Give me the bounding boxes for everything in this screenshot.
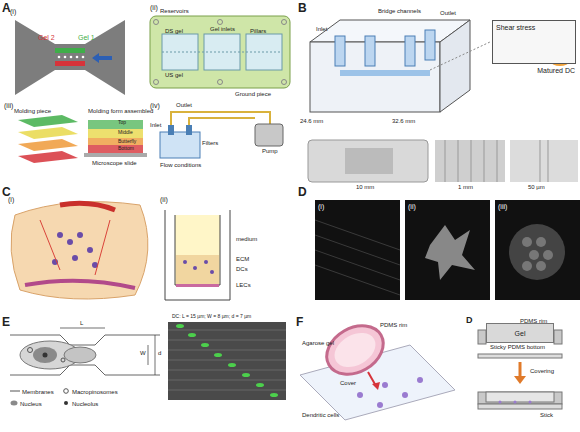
part-label: 24.6 mm: [300, 118, 323, 124]
part-label: Middle: [118, 130, 133, 135]
part-label: Covering: [530, 368, 554, 374]
part-label: Pump: [262, 148, 278, 154]
part-label: 32.6 mm: [392, 118, 415, 124]
part-label: Inlet: [150, 122, 161, 128]
legend-row: Membranes: [10, 388, 54, 395]
part-label: 50 µm: [528, 184, 545, 190]
part-label: (iv): [150, 102, 160, 109]
part-label: Gel 1: [78, 34, 95, 41]
node-text: Gel: [487, 330, 553, 337]
node-text: Matured DC: [537, 67, 575, 74]
part-label: (iii): [4, 102, 13, 109]
panel-letter: F: [296, 316, 303, 328]
part-label: Reservoirs: [160, 8, 189, 14]
part-label: Microscope slide: [92, 160, 137, 166]
part-label: Ground piece: [235, 91, 271, 97]
inset-box: Shear stressMatured DC: [492, 20, 576, 64]
legend-row: Nucleus: [10, 400, 42, 407]
part-label: W: [140, 350, 146, 356]
panel-letter: D: [466, 316, 473, 325]
legend-text: Nucleus: [20, 401, 42, 407]
legend-text: Macropinosomes: [72, 389, 118, 395]
part-label: ECM: [236, 256, 249, 262]
part-label: DCs: [236, 266, 248, 272]
part-label: Bottom: [118, 146, 134, 151]
legend-swatch: [62, 388, 72, 395]
part-label: LECs: [236, 282, 251, 288]
part-label: Gel 2: [38, 34, 55, 41]
part-label: Agarose gel: [302, 340, 334, 346]
panel-letter: B: [298, 2, 307, 14]
part-label: L: [80, 320, 83, 326]
part-label: (i): [10, 8, 16, 15]
panel-letter: D: [298, 186, 307, 198]
part-label: (ii): [160, 196, 168, 203]
part-label: Filters: [202, 140, 218, 146]
legend-text: Membranes: [22, 389, 54, 395]
part-label: (i): [318, 203, 324, 210]
gel-block: Gel: [486, 323, 554, 343]
part-label: Top: [118, 120, 126, 125]
part-label: Molding piece: [14, 108, 51, 114]
part-label: (ii): [150, 4, 158, 11]
legend-text: Nucleolus: [72, 401, 98, 407]
legend-swatch: [10, 400, 20, 407]
part-label: 10 mm: [356, 184, 374, 190]
panel-letter: E: [2, 316, 10, 328]
legend-row: Nucleolus: [62, 400, 98, 407]
part-label: US gel: [165, 72, 183, 78]
part-label: Molding form assembled: [88, 108, 153, 114]
legend-swatch: [10, 388, 22, 395]
part-label: Flow conditions: [160, 162, 201, 168]
part-label: Outlet: [440, 10, 456, 16]
part-label: DS gel: [165, 28, 183, 34]
part-label: PDMS rim: [380, 322, 407, 328]
part-label: Stick: [540, 412, 553, 418]
part-label: 1 mm: [458, 184, 473, 190]
part-label: Sticky PDMS bottom: [490, 344, 545, 350]
part-label: Gel inlets: [210, 26, 235, 32]
panel-letter: A: [2, 2, 11, 14]
legend-row: Macropinosomes: [62, 388, 118, 395]
part-label: DC: L = 15 µm; W = 8 µm; d = 7 µm: [172, 314, 251, 319]
part-label: Dendritic cells: [302, 412, 339, 418]
part-label: Bridge channels: [378, 8, 421, 14]
node-text: Shear stress: [496, 24, 535, 31]
part-label: Outlet: [176, 102, 192, 108]
legend-swatch: [62, 400, 72, 407]
part-label: Butterfly: [118, 139, 136, 144]
part-label: Cover: [340, 380, 356, 386]
part-label: Pillars: [250, 28, 266, 34]
part-label: Inlet: [316, 26, 327, 32]
part-label: medium: [236, 236, 257, 242]
part-label: (i): [8, 196, 14, 203]
part-label: (iii): [498, 203, 507, 210]
part-label: (ii): [408, 203, 416, 210]
part-label: d: [158, 350, 161, 356]
